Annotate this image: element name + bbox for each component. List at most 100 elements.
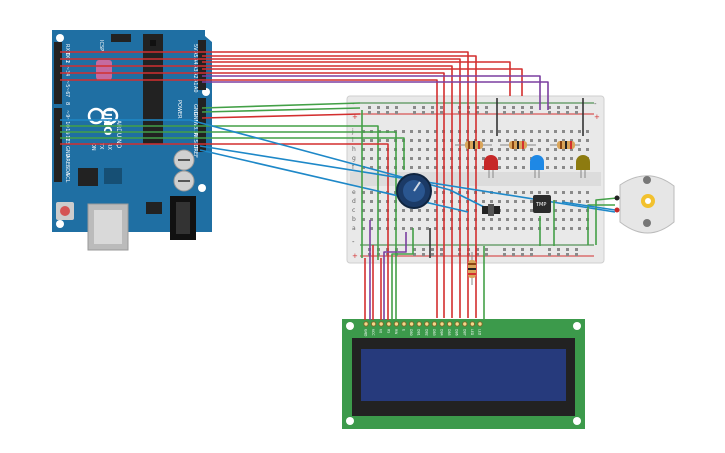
- breadboard-hole: [402, 227, 405, 230]
- breadboard-hole: [522, 139, 525, 142]
- lcd-pin-label: DB3: [432, 329, 436, 336]
- row-letter: e: [352, 189, 356, 196]
- rail-hole: [485, 111, 488, 114]
- rail-hole: [530, 248, 533, 251]
- breadboard-hole: [490, 139, 493, 142]
- breadboard-hole: [514, 166, 517, 169]
- breadboard-hole: [570, 218, 573, 221]
- potentiometer[interactable]: [396, 173, 432, 209]
- breadboard-hole: [378, 227, 381, 230]
- breadboard-hole: [530, 130, 533, 133]
- wire-green: [60, 137, 405, 170]
- board-brand: UNO: [101, 108, 114, 136]
- lcd-pin[interactable]: [424, 321, 430, 327]
- mount-hole: [198, 184, 206, 192]
- pin-label-a3: A3: [192, 65, 198, 72]
- wire-red: [60, 58, 461, 318]
- lcd-pin-label: DB6: [455, 329, 459, 336]
- breadboard-hole: [546, 191, 549, 194]
- wire-red: [202, 55, 477, 318]
- breadboard-hole: [418, 130, 421, 133]
- breadboard-hole: [426, 227, 429, 230]
- lcd-pin[interactable]: [401, 321, 407, 327]
- breadboard-hole: [522, 218, 525, 221]
- breadboard-hole: [410, 227, 413, 230]
- rail-minus-label-top-right: -: [594, 100, 597, 108]
- breadboard-hole: [546, 227, 549, 230]
- motor-terminal: [614, 195, 620, 201]
- rail-hole: [566, 106, 569, 109]
- breadboard-hole: [370, 200, 373, 203]
- lcd-pin[interactable]: [363, 321, 369, 327]
- lcd-pin[interactable]: [431, 321, 438, 327]
- lcd-pin[interactable]: [477, 321, 483, 327]
- lcd-pin[interactable]: [469, 321, 476, 327]
- breadboard-hole: [378, 200, 381, 203]
- lcd-pin[interactable]: [386, 321, 392, 327]
- breadboard-hole: [418, 166, 421, 169]
- breadboard-hole: [514, 218, 517, 221]
- breadboard-hole: [562, 209, 565, 212]
- slide-switch[interactable]: [482, 204, 500, 216]
- lcd-pin[interactable]: [393, 321, 400, 327]
- pin-label-13: 13: [64, 138, 70, 144]
- wire-5v: [201, 113, 361, 119]
- usb-inner: [94, 210, 122, 244]
- reset-button-cap[interactable]: [60, 206, 70, 216]
- lcd-pin[interactable]: [462, 321, 468, 327]
- analog-pin-labels: 5V A5 A4 A3 A2 A1 A0: [192, 44, 198, 93]
- lcd-pin[interactable]: [370, 321, 377, 327]
- rail-hole: [566, 253, 569, 256]
- breadboard-hole: [514, 227, 517, 230]
- breadboard-hole: [362, 227, 365, 230]
- breadboard-hole: [370, 166, 373, 169]
- lcd-pin[interactable]: [416, 321, 422, 327]
- breadboard-hole: [378, 218, 381, 221]
- pin-label-tx1: TX 1: [64, 51, 70, 63]
- breadboard-hole: [578, 227, 581, 230]
- breadboard-hole: [570, 191, 573, 194]
- mount-hole: [346, 417, 354, 425]
- lcd-pin[interactable]: [446, 321, 453, 327]
- breadboard-hole: [370, 218, 373, 221]
- rail-hole: [395, 111, 398, 114]
- breadboard-hole: [410, 148, 413, 151]
- breadboard-hole: [554, 218, 557, 221]
- breadboard-hole: [418, 209, 421, 212]
- lcd-pin[interactable]: [439, 321, 445, 327]
- rail-hole: [395, 106, 398, 109]
- rail-hole: [368, 106, 371, 109]
- breadboard-hole: [554, 200, 557, 203]
- breadboard-hole: [482, 200, 485, 203]
- breadboard-hole: [370, 209, 373, 212]
- lcd-pin[interactable]: [408, 321, 415, 327]
- resistors: [455, 141, 580, 285]
- icsp-header: [111, 34, 131, 42]
- lcd-pin[interactable]: [454, 321, 460, 327]
- motor-screw: [643, 219, 651, 227]
- breadboard-hole: [362, 191, 365, 194]
- pin-label-9: ~9: [64, 110, 70, 117]
- pin-label-ioref: IOREF: [192, 143, 198, 158]
- arduino-board[interactable]: ARDUINO UNO 5V A5 A4 A3 A2 A1 A0 POWER G…: [52, 30, 212, 251]
- breadboard-hole: [562, 218, 565, 221]
- breadboard-hole: [514, 157, 517, 160]
- pin-label-4: 4: [64, 73, 70, 76]
- breadboard-hole: [578, 200, 581, 203]
- breadboard-hole: [410, 130, 413, 133]
- rail-hole: [530, 111, 533, 114]
- lcd-pin[interactable]: [378, 321, 384, 327]
- rail-hole: [503, 248, 506, 251]
- dc-motor[interactable]: [614, 175, 675, 234]
- rail-hole: [548, 248, 551, 251]
- digital-header-1: [54, 42, 62, 104]
- breadboard-hole: [554, 157, 557, 160]
- wire-purple: [383, 232, 407, 320]
- breadboard-hole: [434, 139, 437, 142]
- breadboard-hole: [506, 191, 509, 194]
- breadboard-hole: [370, 139, 373, 142]
- pin-label-5v: 5V: [192, 44, 198, 51]
- lcd-pin-label: RW: [394, 329, 398, 335]
